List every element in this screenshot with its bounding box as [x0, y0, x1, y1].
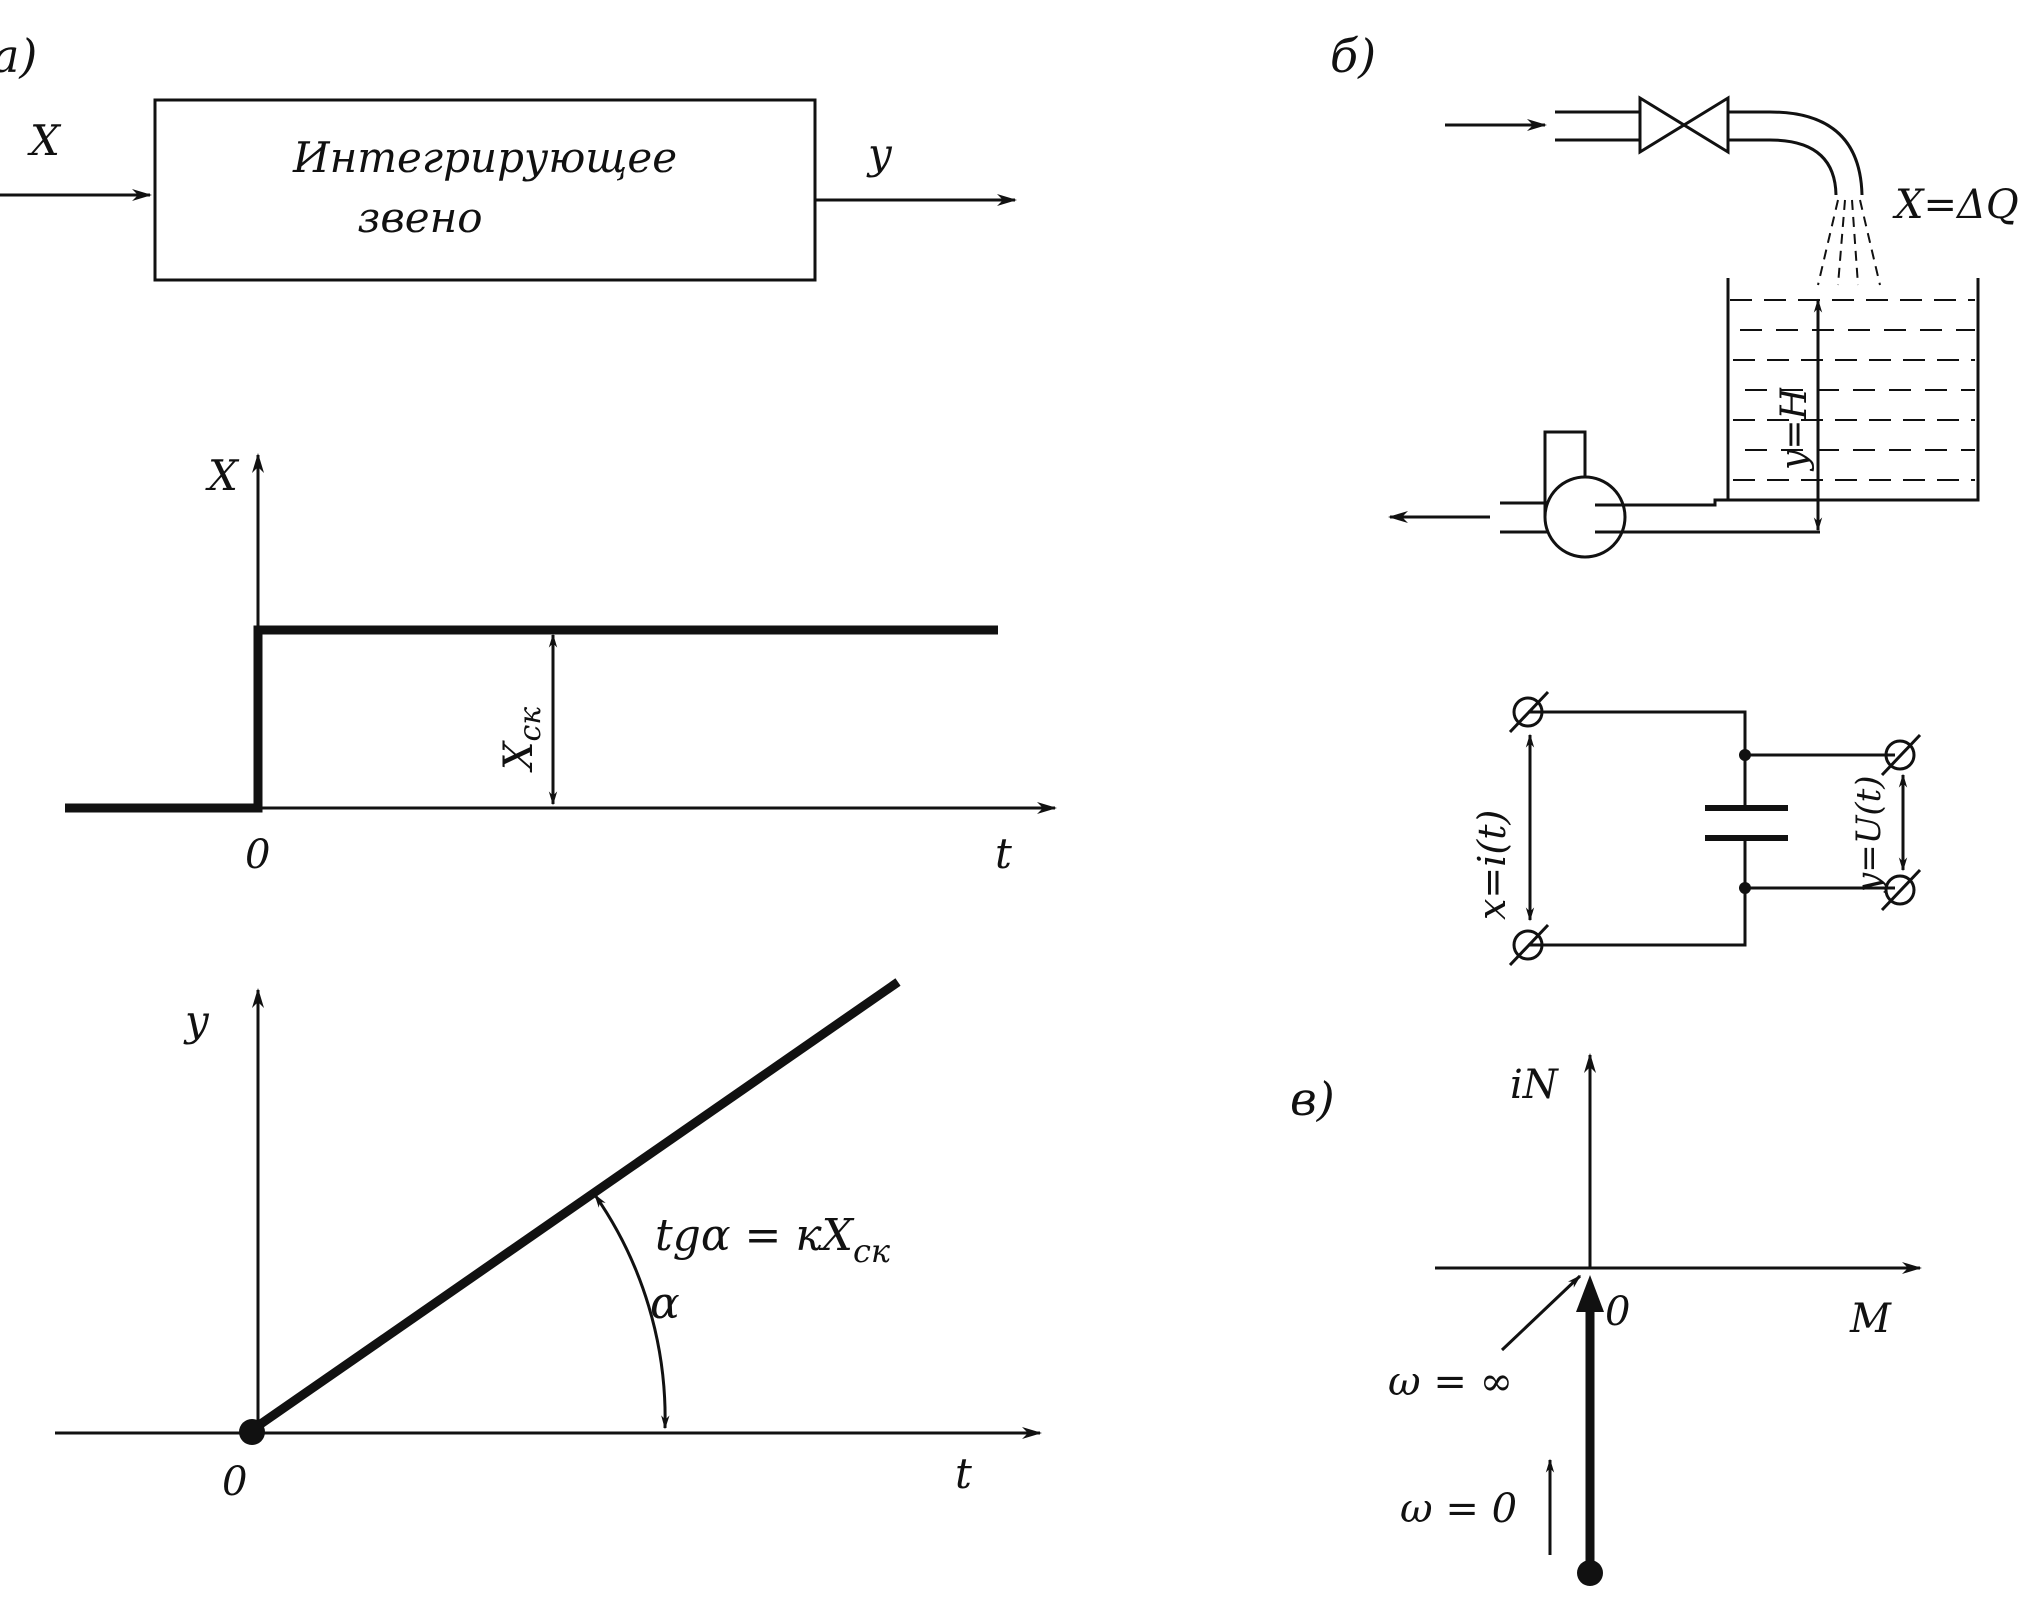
angle-arc-arrow — [593, 1193, 670, 1430]
panel-v-label: в) — [1290, 1072, 1335, 1126]
flow-label: X=ΔQ — [1892, 182, 2019, 228]
omega-zero-label: ω = 0 — [1400, 1486, 1517, 1532]
frequency-response-plot: в) M iN 0 ω = ∞ ω = 0 — [1290, 1053, 1922, 1586]
block-title-line2: звено — [357, 193, 482, 242]
ramp-origin-label: 0 — [222, 1459, 247, 1505]
step-y-axis-label: X — [205, 451, 240, 500]
locus-start-dot — [1577, 1560, 1603, 1586]
block-diagram: a) X Интегрирующее звено y — [0, 29, 1017, 282]
wire-bottom — [1528, 888, 1747, 947]
panel-b-label: б) — [1330, 29, 1376, 83]
ramp-time-label: t — [955, 1449, 972, 1498]
locus-arrowhead — [1576, 1275, 1604, 1312]
capacitor-circuit: x=i(t) y=U(t) — [1470, 690, 1922, 967]
block-title-line1: Интегрирующее — [292, 133, 677, 182]
step-input-plot: X t 0 Xск — [65, 451, 1057, 878]
ramp-y-axis-label: y — [183, 996, 210, 1045]
output-label: y — [866, 129, 893, 178]
slope-formula: tgα = кXск — [655, 1210, 891, 1270]
outlet-bend-outer — [1728, 110, 1864, 196]
ramp-output-plot: y t 0 α tgα = кXск — [55, 978, 1042, 1505]
integrating-block — [153, 98, 817, 282]
voltage-label: y=U(t) — [1849, 775, 1889, 894]
terminal-in-bottom — [1508, 923, 1550, 967]
valve-icon — [1638, 95, 1730, 155]
ramp-origin-dot — [239, 1419, 265, 1445]
tank-example: б) X=ΔQ y=H — [1330, 29, 2019, 559]
pump-top — [1543, 430, 1587, 517]
drain-pipe-top — [1595, 498, 1728, 507]
plot-origin-label: 0 — [1605, 1289, 1630, 1335]
terminal-out-top — [1880, 733, 1922, 777]
current-label: x=i(t) — [1470, 810, 1514, 920]
wire-top — [1528, 710, 1747, 755]
panel-a-label: a) — [0, 29, 37, 83]
real-axis-label: M — [1849, 1296, 1892, 1342]
step-time-label: t — [995, 829, 1012, 878]
terminal-out-bottom — [1880, 868, 1922, 912]
step-signal-line — [65, 625, 998, 813]
outlet-bend-inner — [1728, 138, 1838, 196]
tank-body — [1726, 278, 1980, 502]
input-label: X — [27, 116, 62, 165]
water-hatching — [1730, 299, 1975, 481]
step-magnitude-label: Xск — [496, 707, 548, 773]
omega-inf-pointer — [1500, 1274, 1582, 1352]
angle-label: α — [650, 1278, 680, 1329]
omega-infinity-label: ω = ∞ — [1388, 1359, 1513, 1405]
step-origin-label: 0 — [245, 832, 270, 878]
terminal-in-top — [1508, 690, 1550, 734]
ramp-signal-line — [249, 978, 901, 1434]
imag-axis-label: iN — [1510, 1062, 1560, 1108]
water-stream — [1817, 199, 1881, 286]
pump-housing — [1543, 475, 1627, 559]
level-label: y=H — [1774, 387, 1815, 472]
